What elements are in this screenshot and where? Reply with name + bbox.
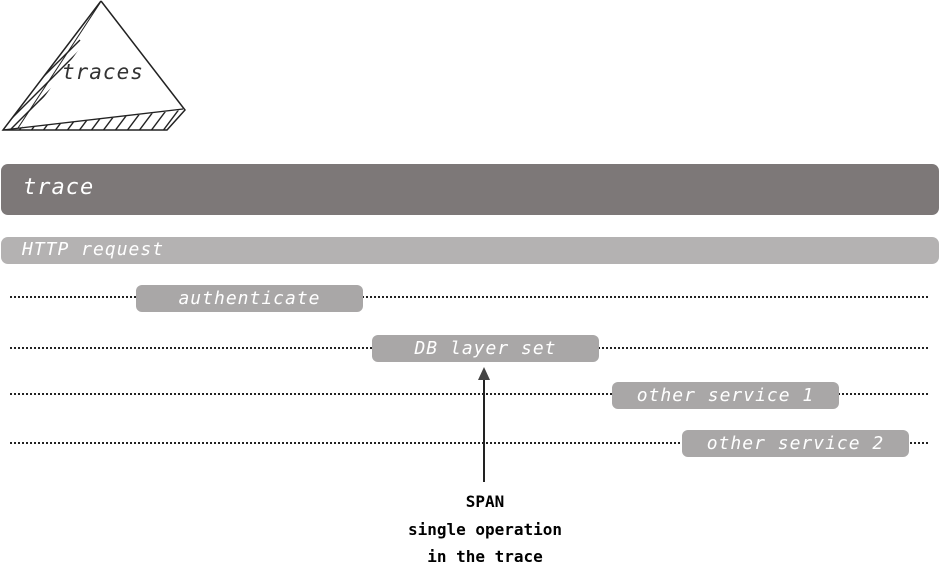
- span-other-service-1: other service 1: [612, 382, 839, 409]
- http-request-bar: HTTP request: [1, 237, 939, 264]
- timeline-row-other-service-2: [10, 442, 928, 444]
- traces-logo: [1, 0, 186, 131]
- trace-bar: trace: [1, 164, 939, 215]
- annotation-line-1: SPAN: [465, 492, 505, 511]
- logo-text: traces: [62, 60, 144, 84]
- trace-label: trace: [23, 175, 95, 200]
- span-pointer-arrow: [478, 367, 490, 482]
- span-annotation: SPAN single operation in the trace: [385, 488, 585, 571]
- http-request-label: HTTP request: [22, 239, 165, 260]
- span-authenticate: authenticate: [136, 285, 363, 312]
- annotation-line-3: in the trace: [427, 547, 543, 566]
- timeline-row-other-service-1: [10, 393, 928, 395]
- span-db-layer-set: DB layer set: [372, 335, 599, 362]
- span-other-service-2: other service 2: [682, 430, 909, 457]
- timeline-row-authenticate: [10, 296, 928, 298]
- annotation-line-2: single operation: [407, 519, 563, 539]
